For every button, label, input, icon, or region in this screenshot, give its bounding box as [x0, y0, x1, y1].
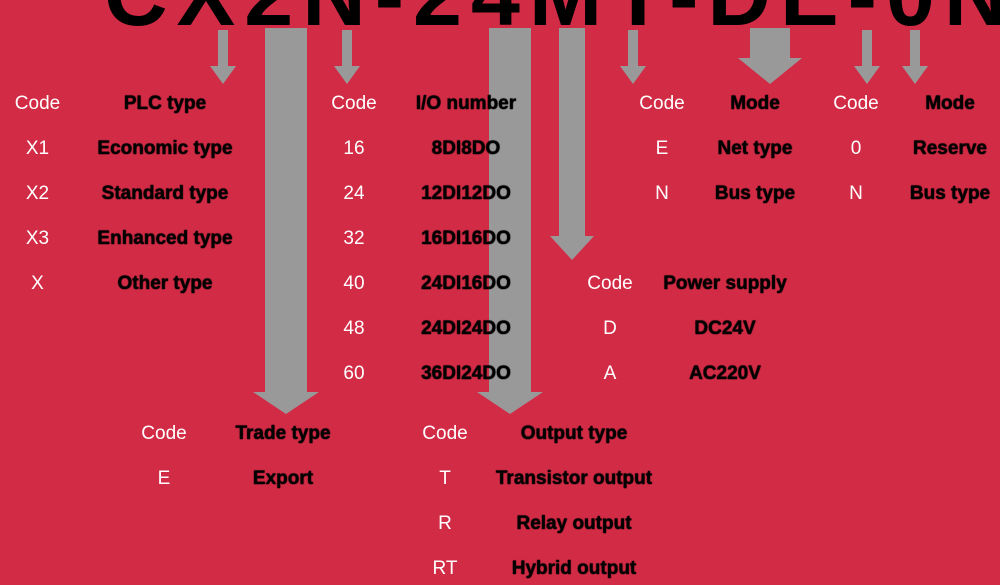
- code-description: Relay output: [516, 513, 632, 534]
- code-value: E: [655, 138, 669, 159]
- model-code-text: CX2N-24MT-DE-0N: [104, 0, 1000, 46]
- code-value: X1: [25, 138, 50, 159]
- down-arrow: [253, 28, 319, 414]
- code-description: Hybrid output: [511, 558, 637, 579]
- code-value: X: [31, 273, 44, 294]
- down-arrow: [738, 28, 802, 84]
- table-row: RT Hybrid output: [409, 546, 667, 585]
- code-value: N: [655, 183, 669, 204]
- code-column-label: Code: [587, 273, 633, 294]
- table-row: 32 16DI16DO: [318, 216, 542, 261]
- down-arrow: [902, 30, 928, 84]
- table-row: N Bus type: [626, 171, 812, 216]
- table-row: N Bus type: [820, 171, 1000, 216]
- table-header-row: Code Mode: [820, 81, 1000, 126]
- down-arrow: [334, 30, 360, 84]
- code-value: 0: [850, 138, 862, 159]
- code-description: Transistor output: [495, 468, 653, 489]
- table-header: Power supply: [663, 273, 787, 294]
- down-arrow: [477, 28, 543, 414]
- code-value: D: [603, 318, 617, 339]
- table-row: D DC24V: [574, 306, 804, 351]
- code-description: Net type: [717, 138, 793, 159]
- table-mode-1: Code Mode E Net type N Bus type: [626, 81, 812, 216]
- code-value: E: [157, 468, 171, 489]
- code-description: Reserve: [913, 138, 987, 159]
- code-value: R: [438, 513, 452, 534]
- table-row: 16 8DI8DO: [318, 126, 542, 171]
- table-header: Mode: [730, 93, 780, 114]
- table-mode-2: Code Mode 0 Reserve N Bus type: [820, 81, 1000, 216]
- code-column-label: Code: [14, 93, 61, 114]
- down-arrow: [620, 30, 646, 84]
- code-description: DC24V: [694, 318, 756, 339]
- code-description: 24DI16DO: [421, 273, 511, 294]
- code-column-label: Code: [141, 423, 187, 444]
- table-header-row: Code PLC type: [0, 81, 255, 126]
- code-description: Bus type: [909, 183, 991, 204]
- table-row: E Net type: [626, 126, 812, 171]
- code-value: X3: [25, 228, 50, 249]
- code-value: RT: [432, 558, 458, 579]
- table-row: T Transistor output: [409, 456, 667, 501]
- code-column-label: Code: [422, 423, 468, 444]
- code-column-label: Code: [639, 93, 685, 114]
- table-row: E Export: [128, 456, 366, 501]
- code-description: Export: [252, 468, 314, 489]
- code-description: Standard type: [101, 183, 229, 204]
- code-value: N: [849, 183, 863, 204]
- table-header-row: Code I/O number: [318, 81, 542, 126]
- code-description: 36DI24DO: [421, 363, 511, 384]
- table-header: PLC type: [123, 93, 207, 114]
- table-header-row: Code Power supply: [574, 261, 804, 306]
- code-description: Economic type: [97, 138, 233, 159]
- code-value: 32: [343, 228, 365, 249]
- table-io-number: Code I/O number 16 8DI8DO 24 12DI12DO 32…: [318, 81, 542, 396]
- table-header-row: Code Output type: [409, 411, 667, 456]
- table-header: Output type: [520, 423, 628, 444]
- table-row: 60 36DI24DO: [318, 351, 542, 396]
- code-column-label: Code: [833, 93, 879, 114]
- code-description: Bus type: [714, 183, 796, 204]
- code-value: T: [439, 468, 451, 489]
- table-output-type: Code Output type T Transistor output R R…: [409, 411, 667, 585]
- table-row: 48 24DI24DO: [318, 306, 542, 351]
- code-description: 12DI12DO: [421, 183, 511, 204]
- code-value: 48: [343, 318, 365, 339]
- table-row: R Relay output: [409, 501, 667, 546]
- table-row: 24 12DI12DO: [318, 171, 542, 216]
- table-header-row: Code Mode: [626, 81, 812, 126]
- table-plc-type: Code PLC type X1 Economic type X2 Standa…: [0, 81, 255, 306]
- code-value: 40: [343, 273, 365, 294]
- table-header: I/O number: [415, 93, 517, 114]
- code-value: 16: [343, 138, 365, 159]
- table-row: 40 24DI16DO: [318, 261, 542, 306]
- code-description: AC220V: [689, 363, 761, 384]
- table-row: X3 Enhanced type: [0, 216, 255, 261]
- code-value: A: [603, 363, 617, 384]
- code-value: 24: [343, 183, 365, 204]
- code-description: Other type: [117, 273, 213, 294]
- table-row: 0 Reserve: [820, 126, 1000, 171]
- table-header-row: Code Trade type: [128, 411, 366, 456]
- code-description: 16DI16DO: [421, 228, 511, 249]
- code-column-label: Code: [331, 93, 377, 114]
- table-header: Trade type: [235, 423, 331, 444]
- table-row: X2 Standard type: [0, 171, 255, 216]
- code-description: 24DI24DO: [421, 318, 511, 339]
- code-description: 8DI8DO: [431, 138, 501, 159]
- code-description: Enhanced type: [97, 228, 233, 249]
- table-row: A AC220V: [574, 351, 804, 396]
- down-arrow: [550, 28, 594, 260]
- table-power-supply: Code Power supply D DC24V A AC220V: [574, 261, 804, 396]
- table-row: X1 Economic type: [0, 126, 255, 171]
- table-row: X Other type: [0, 261, 255, 306]
- down-arrow: [210, 30, 236, 84]
- table-trade-type: Code Trade type E Export: [128, 411, 366, 501]
- table-header: Mode: [925, 93, 975, 114]
- code-value: X2: [25, 183, 50, 204]
- code-value: 60: [343, 363, 365, 384]
- down-arrow: [854, 30, 880, 84]
